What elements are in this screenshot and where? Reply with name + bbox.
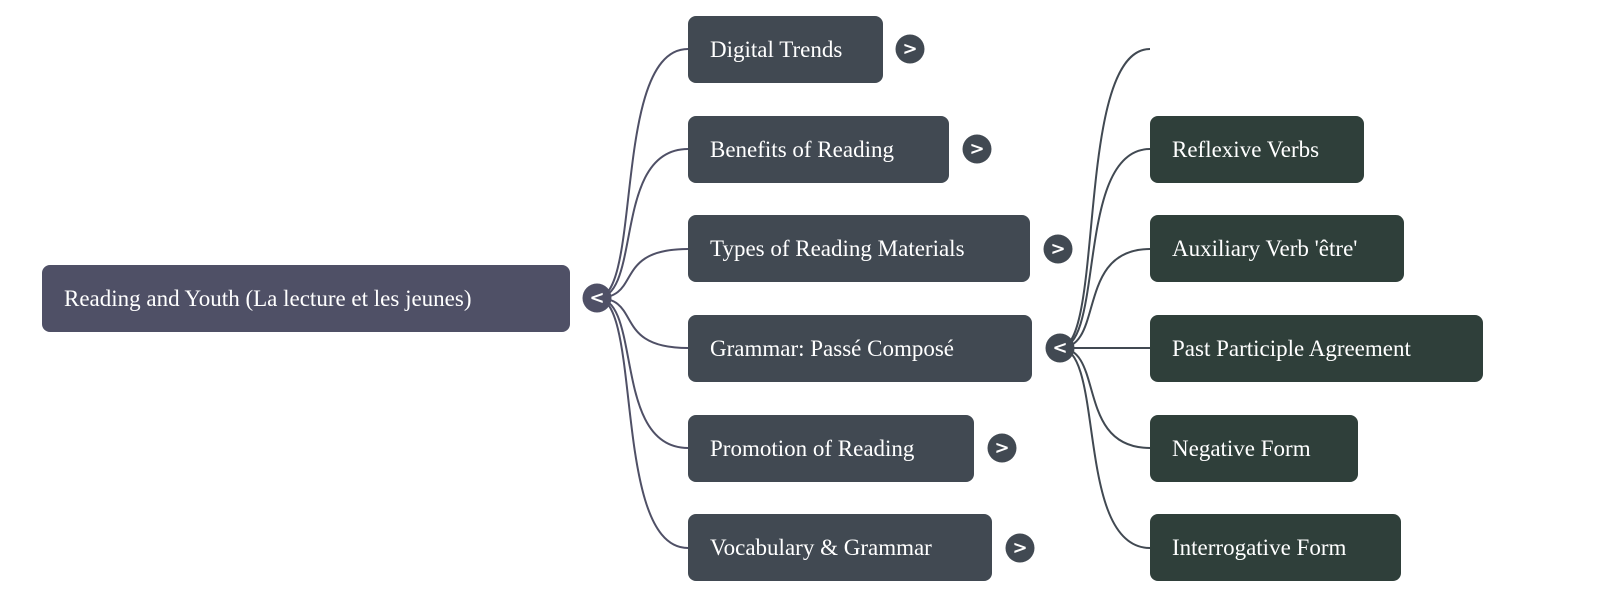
expand-toggle-benefits[interactable]: > (962, 134, 992, 164)
node-promotion-of-reading[interactable]: Promotion of Reading (688, 415, 974, 482)
expand-toggle-types[interactable]: > (1043, 234, 1073, 264)
node-vocabulary-grammar[interactable]: Vocabulary & Grammar (688, 514, 992, 581)
node-reflexive-verbs[interactable]: Reflexive Verbs (1150, 116, 1364, 183)
edge-root-child (596, 297, 689, 549)
node-digital-trends[interactable]: Digital Trends (688, 16, 883, 83)
edge-grammar-child (1059, 48, 1151, 349)
edge-root-child (596, 148, 689, 299)
node-types-of-reading-materials[interactable]: Types of Reading Materials (688, 215, 1030, 282)
edge-grammar-child (1059, 347, 1151, 449)
collapse-toggle-grammar[interactable]: < (1045, 333, 1075, 363)
node-negative-form[interactable]: Negative Form (1150, 415, 1358, 482)
edge-root-child (596, 297, 689, 449)
expand-toggle-digital-trends[interactable]: > (895, 34, 925, 64)
node-interrogative-form[interactable]: Interrogative Form (1150, 514, 1401, 581)
node-past-participle-agreement[interactable]: Past Participle Agreement (1150, 315, 1483, 382)
node-auxiliary-verb-etre[interactable]: Auxiliary Verb 'être' (1150, 215, 1404, 282)
edge-grammar-child (1059, 347, 1151, 549)
node-grammar-passe-compose[interactable]: Grammar: Passé Composé (688, 315, 1032, 382)
node-benefits-of-reading[interactable]: Benefits of Reading (688, 116, 949, 183)
collapse-toggle-root[interactable]: < (582, 283, 612, 313)
root-node[interactable]: Reading and Youth (La lecture et les jeu… (42, 265, 570, 332)
expand-toggle-vocabulary[interactable]: > (1005, 533, 1035, 563)
edge-root-child (596, 48, 689, 299)
edge-grammar-child (1059, 148, 1151, 349)
expand-toggle-promotion[interactable]: > (987, 433, 1017, 463)
